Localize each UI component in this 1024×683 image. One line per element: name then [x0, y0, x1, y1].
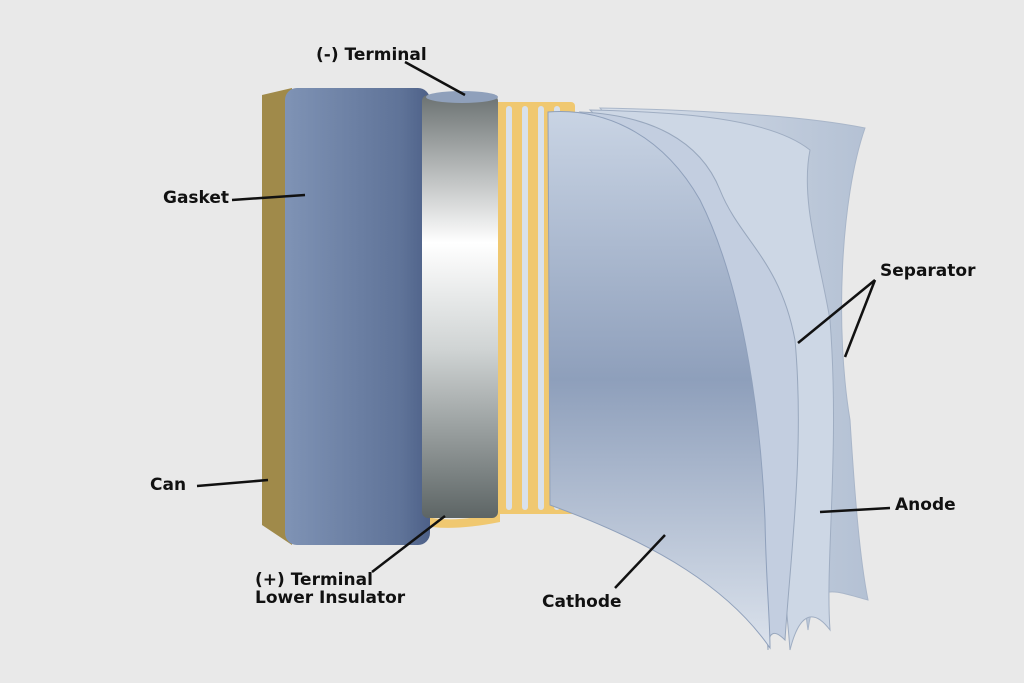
label-separator: Separator — [880, 261, 976, 281]
label-positive-terminal: (+) Terminal — [255, 570, 373, 590]
label-gasket: Gasket — [163, 188, 229, 208]
label-anode: Anode — [895, 495, 956, 515]
gasket — [285, 88, 430, 545]
label-lower-insulator: Lower Insulator — [255, 588, 406, 608]
label-negative-terminal: (-) Terminal — [316, 45, 427, 65]
can — [262, 88, 292, 545]
terminal-cylinder — [422, 95, 498, 518]
cathode-sheet — [547, 111, 771, 650]
label-cathode: Cathode — [542, 592, 622, 612]
negative-terminal-cap — [426, 91, 498, 103]
leader-lines — [196, 60, 891, 589]
label-can: Can — [150, 475, 186, 495]
